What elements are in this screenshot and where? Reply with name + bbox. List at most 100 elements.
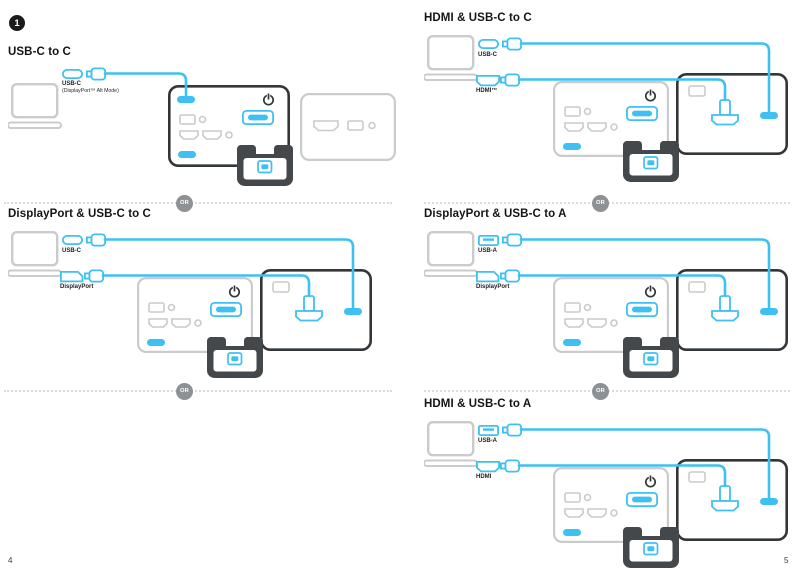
laptop-icon [6,230,63,278]
video-cable-line [517,274,727,299]
connection-diagram: USB-A HDMI [422,415,790,575]
connection-diagram: USB-C (DisplayPort™ Alt Mode) [6,63,398,195]
usb-terminal-connector [344,308,362,315]
dock-rear-panel [553,466,670,544]
connection-diagram: USB-C HDMI™ [422,29,790,189]
cable-label: HDMI [476,474,492,480]
cable-plug-icon [86,233,106,247]
cable-plug-icon [86,67,106,81]
usb-terminal-connector [760,112,778,119]
diagram-canvas [6,230,373,379]
cable-label: USB-C [478,52,497,58]
section-title: HDMI & USB-C to C [424,12,532,24]
usb-c-port-icon [62,234,83,246]
cable-label: USB-C [62,81,81,87]
section-hdmi-usb-c-to-c: HDMI & USB-C to C [422,12,790,189]
side-panel-ports [313,120,376,132]
displayport-port-icon [475,270,500,283]
video-terminal-connector [711,485,739,512]
connection-diagram: USB-A DisplayPort [422,225,790,385]
side-port-icon [688,471,706,483]
usb-c-port-highlight [147,339,165,346]
divider-dotted: OR [424,194,790,212]
section-displayport-usb-c-to-c: DisplayPort & USB-C to C [6,208,374,385]
section-title: DisplayPort & USB-C to C [8,208,151,220]
laptop-icon [6,82,63,130]
divider-dotted: OR [4,382,392,400]
section-title: HDMI & USB-C to A [424,398,532,410]
usb-terminal-connector [760,498,778,505]
cable-label: DisplayPort [476,284,510,290]
page-number-right: 5 [784,556,789,565]
side-port-icon [688,85,706,97]
section-usb-c-to-c: USB-C to C USB-C [6,46,398,195]
usb-terminal-connector [177,96,195,103]
usb-c-pd-port-icon [626,106,658,121]
cable-plug-icon [499,269,520,283]
side-port-icon [272,281,290,293]
cable-plug-icon [499,459,520,473]
laptop-icon [422,230,479,278]
cable-plug-icon [501,233,522,247]
cable-sublabel: (DisplayPort™ Alt Mode) [62,88,119,94]
cable-label: USB-C [62,248,81,254]
cable-label: DisplayPort [60,284,94,290]
dock-rear-panel [168,84,291,168]
usb-c-port-highlight [563,339,581,346]
usb-c-pd-port-icon [626,301,658,318]
usb-cable-line [519,42,771,115]
usb-c-pd-port-icon [209,301,243,318]
usb-cable-line [103,238,355,311]
laptop-icon [422,35,479,82]
laptop-icon [422,421,479,468]
usb-c-port-icon [477,39,500,49]
or-badge: OR [592,194,609,212]
or-badge: OR [176,382,193,400]
cable-label: HDMI™ [476,88,498,94]
video-cable-line [101,274,311,299]
cable-plug-icon [501,423,522,437]
usb-c-port-highlight [178,151,196,158]
hdmi-port-icon [475,460,501,473]
page-number-left: 4 [8,556,13,565]
section-title: USB-C to C [8,46,71,58]
section-title: DisplayPort & USB-C to A [424,208,567,220]
side-port-icon [688,281,706,293]
usb-c-pd-port-icon [241,110,275,125]
cable-label: USB-A [478,248,497,254]
hdmi-port-icon [475,75,501,87]
divider-dotted: OR [4,194,392,212]
cable-plug-icon [501,37,522,51]
video-terminal-connector [295,295,323,322]
usb-a-port-icon [477,234,500,247]
usb-c-pd-port-icon [626,491,658,508]
diagram-canvas [6,67,397,187]
video-cable-line [517,464,727,489]
diagram-canvas [422,230,789,379]
video-cable-line [517,78,727,103]
usb-c-port-icon [62,69,83,79]
usb-c-port-highlight [563,529,581,536]
usb-cable-line [519,428,771,501]
usb-cable-line [519,238,771,311]
displayport-port-icon [60,270,84,283]
diagram-canvas [422,35,789,183]
section-hdmi-usb-c-to-a: HDMI & USB-C to A [422,398,790,575]
diagram-canvas [422,421,789,569]
or-badge: OR [176,194,193,212]
divider-dotted: OR [424,382,790,400]
step-number-badge: 1 [9,15,25,31]
video-terminal-connector [711,295,739,322]
dock-rear-panel [137,276,254,354]
cable-label: USB-A [478,438,497,444]
dock-rear-panel [553,276,670,354]
usb-a-port-icon [477,424,500,437]
usb-cable-line [103,72,188,99]
or-badge: OR [592,382,609,400]
usb-c-port-highlight [563,143,581,150]
video-terminal-connector [711,99,739,126]
cable-plug-icon [499,73,520,87]
usb-terminal-connector [760,308,778,315]
cable-plug-icon [84,269,104,283]
